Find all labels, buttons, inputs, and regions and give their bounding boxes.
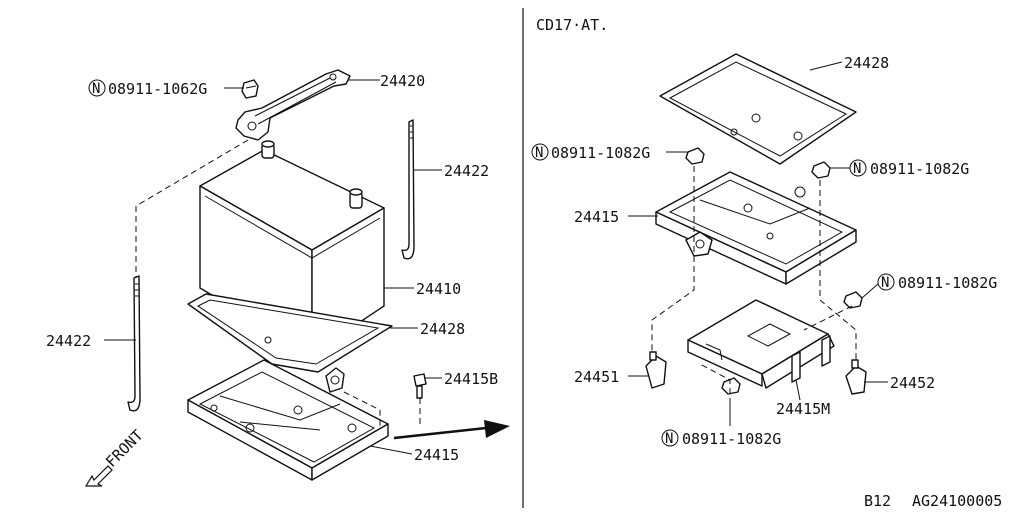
tray-base-bracket <box>687 299 835 389</box>
label-nut-bottom: 08911-1082G <box>682 430 781 448</box>
bracket-24451 <box>645 351 667 389</box>
nut-label-top-left: N 08911-1082G <box>531 143 688 162</box>
nut-label-clamp: N 08911-1062G <box>88 79 244 98</box>
variant-label: CD17·AT. <box>536 16 608 34</box>
label-clamp: 24420 <box>380 72 425 90</box>
label-tray-cover-right: 24428 <box>844 54 889 72</box>
label-nut-clamp: 08911-1062G <box>108 80 207 98</box>
clamp-nut <box>241 79 259 99</box>
nut-label-bottom: N 08911-1082G <box>661 398 781 448</box>
figure-code: AG24100005 <box>912 492 1002 510</box>
hold-down-rod-right <box>401 119 415 260</box>
hookup-dashed-line <box>135 139 249 278</box>
dashed-line-bottom-nut <box>699 363 731 394</box>
page-code: B12 <box>864 492 891 510</box>
nut-symbol: N <box>665 431 673 447</box>
front-label: FRONT <box>102 426 147 471</box>
label-battery: 24410 <box>416 280 461 298</box>
battery-tray-right <box>655 171 857 285</box>
dashed-line-right-bracket <box>819 180 857 360</box>
label-rod-left: 24422 <box>46 332 91 350</box>
nut-symbol: N <box>853 161 861 177</box>
dashed-line-left-bracket <box>651 166 695 352</box>
tray-dashed-line <box>343 391 381 428</box>
label-nut-top-right: 08911-1082G <box>870 160 969 178</box>
front-arrow-icon <box>84 465 113 487</box>
leader-tray-base <box>795 379 801 401</box>
hold-down-rod-left <box>127 275 141 412</box>
nut-bottom <box>721 377 741 395</box>
nut-top-right <box>811 161 831 179</box>
label-tray-base: 24415M <box>776 400 830 418</box>
battery-tray-cover-right <box>659 53 857 165</box>
battery-clamp <box>235 69 351 141</box>
label-bracket-right: 24452 <box>890 374 935 392</box>
label-nut-top-left: 08911-1082G <box>551 144 650 162</box>
battery-tray-cover-left <box>187 293 393 373</box>
nut-mid-right <box>843 291 863 309</box>
nut-symbol: N <box>92 81 100 97</box>
nut-label-mid-right: N 08911-1082G <box>861 273 997 299</box>
label-nut-mid-right: 08911-1082G <box>898 274 997 292</box>
label-tray-cover-left: 24428 <box>420 320 465 338</box>
nut-symbol: N <box>535 145 543 161</box>
dashed-line-mid-nut <box>803 305 853 331</box>
label-bracket-left: 24451 <box>574 368 619 386</box>
label-rod-right: 24422 <box>444 162 489 180</box>
bolt-24415b <box>413 373 427 428</box>
leader-tray-cover-right <box>809 61 843 71</box>
label-tray-left: 24415 <box>414 446 459 464</box>
leader-tray-left <box>369 445 413 455</box>
label-tray-right: 24415 <box>574 208 619 226</box>
bracket-24452 <box>845 359 867 395</box>
nut-symbol: N <box>881 275 889 291</box>
nut-top-left <box>685 147 705 165</box>
direction-arrow <box>393 420 510 440</box>
battery-tray-left <box>187 359 389 481</box>
label-bolt: 24415B <box>444 370 498 388</box>
tray-bracket-left <box>325 367 345 393</box>
nut-label-top-right: N 08911-1082G <box>830 159 969 178</box>
